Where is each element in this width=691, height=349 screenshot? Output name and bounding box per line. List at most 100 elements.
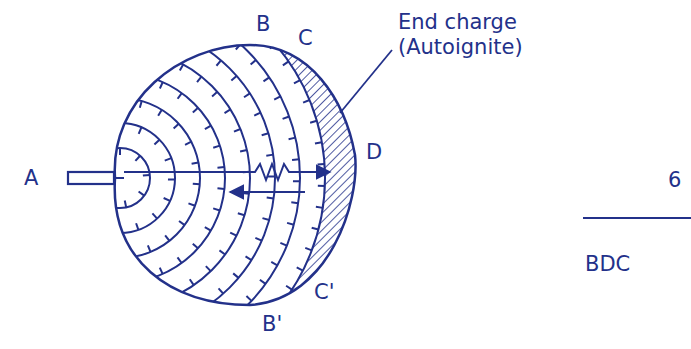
pressure-wave-arrow [230, 191, 305, 193]
flame-tick [251, 60, 256, 65]
flame-tick [213, 146, 220, 148]
point-label: D [366, 140, 382, 165]
flame-tick [135, 156, 140, 161]
flame-tick [154, 140, 159, 145]
flame-tick [219, 31, 223, 37]
flame-tick [268, 176, 275, 178]
flame-tick [315, 142, 322, 143]
flame-tick [234, 129, 240, 132]
flame-tick [293, 180, 300, 182]
flame-tick [156, 347, 157, 349]
flame-tick [217, 166, 224, 169]
flame-tick [119, 48, 121, 55]
flame-tick [172, 290, 175, 296]
number-label: 6 [668, 168, 681, 193]
flame-tick [122, 326, 124, 333]
flame-tick [263, 77, 269, 81]
flame-tick [267, 197, 274, 200]
point-label: C [298, 26, 313, 51]
flame-tick [292, 158, 299, 161]
flame-tick [243, 333, 247, 338]
flame-tick [260, 280, 266, 284]
flame-tick [246, 296, 251, 301]
flame-tick [192, 162, 199, 163]
flame-tick [219, 288, 224, 293]
flame-tick [165, 158, 172, 161]
flame-tick [287, 223, 294, 225]
flame-tick [305, 248, 312, 250]
flame-tick [233, 273, 238, 278]
flame-tick [140, 101, 142, 108]
leader-line [340, 50, 392, 113]
flame-tick [180, 64, 183, 70]
flame-tick [164, 319, 166, 326]
flame-tick [221, 2, 225, 8]
flame-front [15, 73, 225, 283]
point-label: A [24, 166, 38, 191]
flame-front [0, 0, 300, 349]
flame-tick [139, 127, 142, 133]
flame-tick [231, 76, 236, 81]
flame-tick [178, 257, 182, 263]
flame-tick [291, 201, 298, 204]
flame-tick [193, 244, 198, 249]
flame-tick [184, 312, 187, 318]
flame-tick [161, 55, 163, 62]
flame-tick [283, 61, 289, 65]
flame-tick [164, 198, 170, 201]
flame-tick [160, 268, 163, 274]
flame-tick [240, 150, 247, 152]
flame-tick [216, 60, 221, 65]
flame-tick [280, 243, 286, 246]
flame-tick [262, 218, 269, 220]
flame-tick [246, 256, 252, 260]
flame-tick [131, 300, 134, 307]
flame-tick [119, 0, 121, 5]
flame-front [40, 98, 200, 258]
flame-tick [297, 267, 303, 270]
flame-tick [141, 50, 142, 57]
flame-tick [266, 155, 273, 156]
spark-plug [68, 172, 124, 184]
flame-tick [125, 201, 126, 208]
flame-tick [214, 323, 218, 329]
flame-tick [143, 174, 150, 177]
flame-tick [274, 303, 279, 307]
flame-tick [165, 235, 169, 241]
flame-tick [119, 123, 121, 130]
flame-tick [303, 100, 309, 103]
flame-tick [148, 245, 151, 251]
flame-tick [168, 178, 175, 180]
flame-tick [176, 342, 178, 349]
flame-tick [140, 75, 141, 82]
flame-tick [310, 121, 317, 123]
flame-tick [158, 110, 162, 116]
flame-tick [193, 183, 200, 186]
flame-travel-arrow [124, 164, 330, 180]
flame-tick [286, 286, 292, 290]
flame-front [0, 48, 250, 308]
dead-centre-label: BDC [585, 252, 630, 277]
flame-tick [152, 213, 157, 218]
flame-tick [152, 297, 154, 304]
flame-front [0, 23, 275, 333]
flame-tick [274, 96, 280, 99]
flame-tick [219, 250, 225, 254]
callout-note: End charge (Autoignite) [398, 10, 548, 60]
flame-tick [316, 207, 323, 208]
flame-tick [161, 29, 163, 36]
flame-tick [127, 251, 130, 258]
fraction-line [583, 217, 691, 219]
flame-tick [140, 0, 143, 6]
flame-tick [119, 98, 121, 105]
flame-tick [185, 142, 191, 145]
flame-tick [230, 233, 236, 236]
flame-tick [182, 10, 185, 17]
flame-tick [162, 3, 164, 10]
flame-tick [206, 266, 211, 271]
flame-tick [179, 221, 185, 225]
flame-tick [213, 208, 220, 210]
